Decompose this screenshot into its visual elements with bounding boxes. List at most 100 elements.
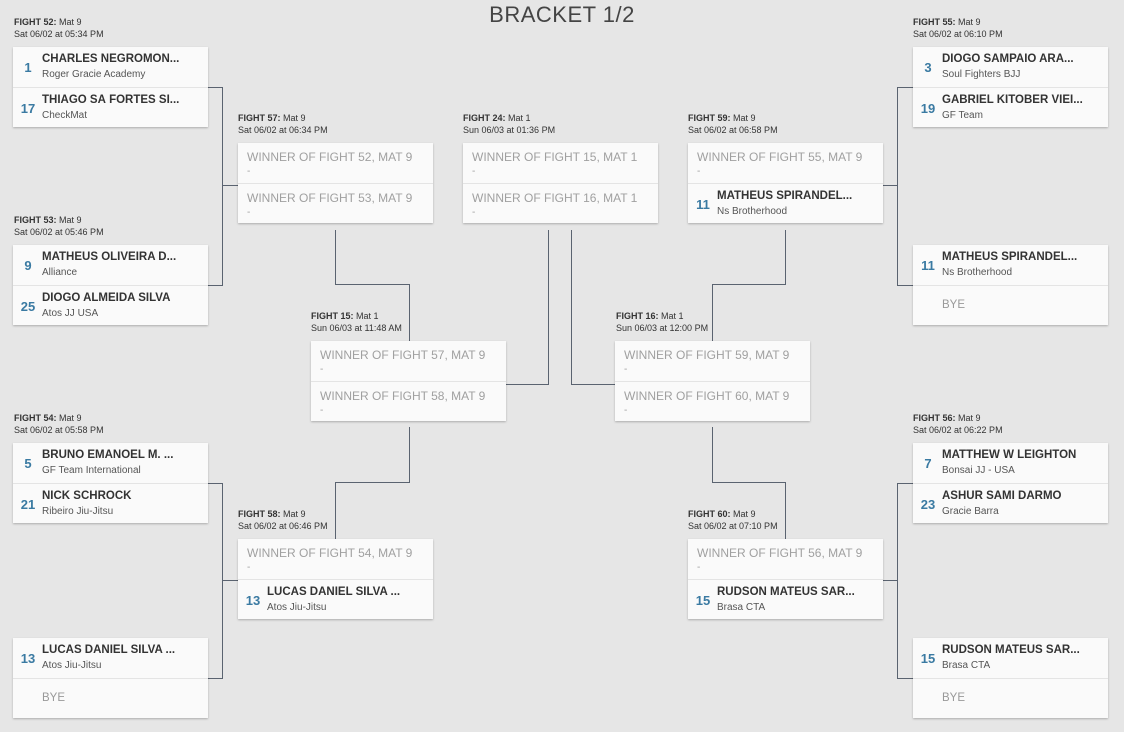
competitor-team: Roger Gracie Academy — [42, 69, 146, 80]
competitor-slot[interactable]: 13 LUCAS DANIEL SILVA ... Atos Jiu-Jitsu — [238, 579, 433, 619]
competitor-slot[interactable]: 25 DIOGO ALMEIDA SILVA Atos JJ USA — [13, 285, 208, 325]
seed-number: 23 — [920, 497, 936, 512]
pending-dash: - — [697, 562, 701, 573]
match-card[interactable]: 11 MATHEUS SPIRANDEL... Ns Brotherhood B… — [913, 245, 1108, 325]
competitor-name: LUCAS DANIEL SILVA ... — [42, 644, 176, 656]
pending-slot[interactable]: WINNER OF FIGHT 57, MAT 9 - — [311, 341, 506, 381]
seed-number: 19 — [920, 101, 936, 116]
competitor-slot[interactable]: 13 LUCAS DANIEL SILVA ... Atos Jiu-Jitsu — [13, 638, 208, 678]
seed-number: 17 — [20, 101, 36, 116]
fight-mat: Mat 1 — [508, 113, 531, 123]
fight-time: Sat 06/02 at 05:34 PM — [14, 29, 104, 39]
pending-dash: - — [472, 166, 476, 177]
competitor-team: Soul Fighters BJJ — [942, 69, 1021, 80]
pending-dash: - — [472, 207, 476, 218]
fight-mat: Mat 9 — [59, 17, 82, 27]
competitor-name: DIOGO SAMPAIO ARA... — [942, 53, 1074, 65]
competitor-team: Ns Brotherhood — [717, 206, 788, 217]
seed-number: 25 — [20, 299, 36, 314]
match-card[interactable]: WINNER OF FIGHT 56, MAT 9 - 15 RUDSON MA… — [688, 539, 883, 619]
competitor-name: RUDSON MATEUS SAR... — [942, 644, 1080, 656]
fight-header: FIGHT 16: Mat 1 Sun 06/03 at 12:00 PM — [616, 310, 708, 334]
competitor-slot[interactable]: 5 BRUNO EMANOEL M. ... GF Team Internati… — [13, 443, 208, 483]
fight-mat: Mat 9 — [59, 413, 82, 423]
match-card[interactable]: 3 DIOGO SAMPAIO ARA... Soul Fighters BJJ… — [913, 47, 1108, 127]
pending-slot[interactable]: WINNER OF FIGHT 52, MAT 9 - — [238, 143, 433, 183]
pending-slot[interactable]: WINNER OF FIGHT 60, MAT 9 - — [615, 381, 810, 421]
pending-dash: - — [247, 207, 251, 218]
competitor-slot[interactable]: 9 MATHEUS OLIVEIRA D... Alliance — [13, 245, 208, 285]
competitor-name: NICK SCHROCK — [42, 490, 132, 502]
fight-number: FIGHT 58: — [238, 509, 281, 519]
competitor-slot[interactable]: 21 NICK SCHROCK Ribeiro Jiu-Jitsu — [13, 483, 208, 523]
pending-slot[interactable]: WINNER OF FIGHT 59, MAT 9 - — [615, 341, 810, 381]
fight-mat: Mat 9 — [733, 509, 756, 519]
competitor-team: Gracie Barra — [942, 506, 999, 517]
pending-dash: - — [320, 405, 324, 416]
competitor-slot[interactable]: 7 MATTHEW W LEIGHTON Bonsai JJ - USA — [913, 443, 1108, 483]
fight-header: FIGHT 59: Mat 9 Sat 06/02 at 06:58 PM — [688, 112, 778, 136]
match-card[interactable]: 9 MATHEUS OLIVEIRA D... Alliance 25 DIOG… — [13, 245, 208, 325]
competitor-slot[interactable]: 1 CHARLES NEGROMON... Roger Gracie Acade… — [13, 47, 208, 87]
seed-number: 11 — [696, 197, 710, 212]
fight-time: Sun 06/03 at 12:00 PM — [616, 323, 709, 333]
pending-slot[interactable]: WINNER OF FIGHT 55, MAT 9 - — [688, 143, 883, 183]
competitor-slot[interactable]: 19 GABRIEL KITOBER VIEI... GF Team — [913, 87, 1108, 127]
competitor-team: Brasa CTA — [942, 660, 991, 671]
competitor-slot[interactable]: 11 MATHEUS SPIRANDEL... Ns Brotherhood — [913, 245, 1108, 285]
fight-number: FIGHT 53: — [14, 215, 57, 225]
fight-number: FIGHT 56: — [913, 413, 956, 423]
pending-slot[interactable]: WINNER OF FIGHT 15, MAT 1 - — [463, 143, 658, 183]
fight-header: FIGHT 57: Mat 9 Sat 06/02 at 06:34 PM — [238, 112, 328, 136]
match-card[interactable]: WINNER OF FIGHT 59, MAT 9 - WINNER OF FI… — [615, 341, 810, 421]
pending-label: WINNER OF FIGHT 60, MAT 9 — [624, 389, 790, 403]
competitor-name: THIAGO SÁ FORTES SI... — [42, 94, 180, 106]
competitor-slot[interactable]: 17 THIAGO SÁ FORTES SI... CheckMat — [13, 87, 208, 127]
pending-label: WINNER OF FIGHT 15, MAT 1 — [472, 150, 638, 164]
competitor-team: Brasa CTA — [717, 602, 766, 613]
pending-slot[interactable]: WINNER OF FIGHT 56, MAT 9 - — [688, 539, 883, 579]
fight-number: FIGHT 16: — [616, 311, 659, 321]
competitor-slot[interactable]: 3 DIOGO SAMPAIO ARA... Soul Fighters BJJ — [913, 47, 1108, 87]
competitor-team: Atos Jiu-Jitsu — [267, 602, 327, 613]
match-card[interactable]: 5 BRUNO EMANOEL M. ... GF Team Internati… — [13, 443, 208, 523]
fight-header: FIGHT 52: Mat 9 Sat 06/02 at 05:34 PM — [14, 16, 104, 40]
match-card[interactable]: WINNER OF FIGHT 54, MAT 9 - 13 LUCAS DAN… — [238, 539, 433, 619]
pending-slot[interactable]: WINNER OF FIGHT 54, MAT 9 - — [238, 539, 433, 579]
bye-label: BYE — [942, 692, 966, 704]
pending-slot[interactable]: WINNER OF FIGHT 16, MAT 1 - — [463, 183, 658, 223]
bracket-title: BRACKET 1/2 — [489, 2, 635, 27]
match-card[interactable]: 13 LUCAS DANIEL SILVA ... Atos Jiu-Jitsu… — [13, 638, 208, 718]
competitor-team: GF Team International — [42, 465, 141, 476]
competitor-name: CHARLES NEGROMON... — [42, 53, 180, 65]
match-card[interactable]: WINNER OF FIGHT 15, MAT 1 - WINNER OF FI… — [463, 143, 658, 223]
competitor-slot[interactable]: 15 RUDSON MATEUS SAR... Brasa CTA — [913, 638, 1108, 678]
pending-slot[interactable]: WINNER OF FIGHT 53, MAT 9 - — [238, 183, 433, 223]
seed-number: 15 — [695, 593, 711, 608]
fight-header: FIGHT 53: Mat 9 Sat 06/02 at 05:46 PM — [14, 214, 104, 238]
match-card[interactable]: 1 CHARLES NEGROMON... Roger Gracie Acade… — [13, 47, 208, 127]
seed-number: 1 — [24, 60, 32, 75]
match-card[interactable]: 7 MATTHEW W LEIGHTON Bonsai JJ - USA 23 … — [913, 443, 1108, 523]
pending-slot[interactable]: WINNER OF FIGHT 58, MAT 9 - — [311, 381, 506, 421]
fight-number: FIGHT 57: — [238, 113, 281, 123]
seed-number: 13 — [245, 593, 261, 608]
fight-mat: Mat 9 — [733, 113, 756, 123]
competitor-slot[interactable]: 23 ASHUR SAMI DARMO Gracie Barra — [913, 483, 1108, 523]
fight-header: FIGHT 60: Mat 9 Sat 06/02 at 07:10 PM — [688, 508, 778, 532]
competitor-slot[interactable]: 15 RUDSON MATEUS SAR... Brasa CTA — [688, 579, 883, 619]
fight-number: FIGHT 60: — [688, 509, 731, 519]
pending-dash: - — [247, 562, 251, 573]
seed-number: 13 — [20, 651, 36, 666]
fight-time: Sun 06/03 at 01:36 PM — [463, 125, 556, 135]
fight-time: Sat 06/02 at 06:34 PM — [238, 125, 328, 135]
competitor-slot[interactable]: 11 MATHEUS SPIRANDEL... Ns Brotherhood — [688, 183, 883, 223]
seed-number: 11 — [921, 258, 935, 273]
match-card[interactable]: 15 RUDSON MATEUS SAR... Brasa CTA BYE — [913, 638, 1108, 718]
pending-dash: - — [697, 166, 701, 177]
match-card[interactable]: WINNER OF FIGHT 52, MAT 9 - WINNER OF FI… — [238, 143, 433, 223]
seed-number: 21 — [20, 497, 36, 512]
competitor-team: Atos JJ USA — [42, 308, 99, 319]
match-card[interactable]: WINNER OF FIGHT 55, MAT 9 - 11 MATHEUS S… — [688, 143, 883, 223]
match-card[interactable]: WINNER OF FIGHT 57, MAT 9 - WINNER OF FI… — [311, 341, 506, 421]
